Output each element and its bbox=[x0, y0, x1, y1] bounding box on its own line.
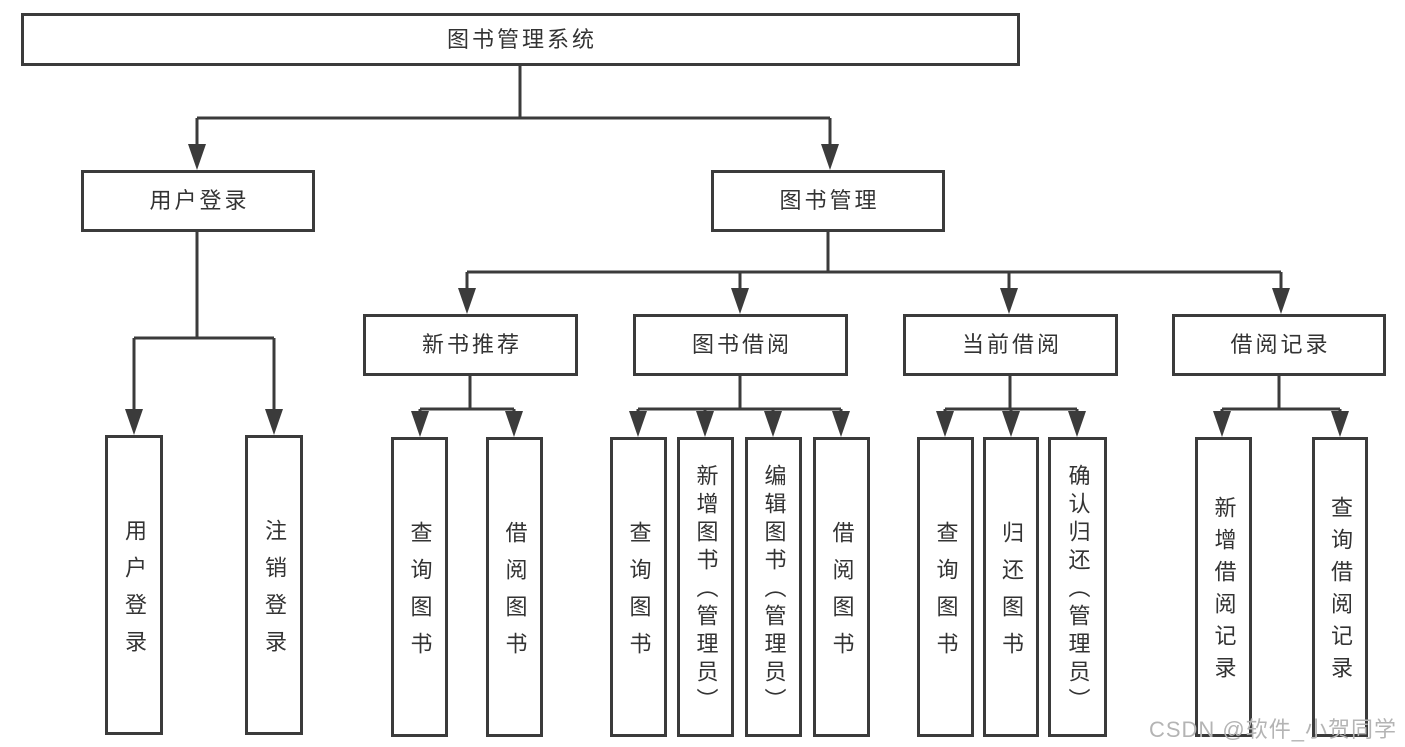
node-new-book-recommendation: 新书推荐 bbox=[363, 314, 578, 376]
node-borrowing-records: 借阅记录 bbox=[1172, 314, 1386, 376]
arrowhead-icon bbox=[1272, 288, 1290, 314]
node-nb-borrow-books: 借阅图书 bbox=[486, 437, 543, 737]
node-leaf-logout: 注销登录 bbox=[245, 435, 303, 735]
node-book-management: 图书管理 bbox=[711, 170, 945, 232]
arrowhead-icon bbox=[936, 411, 954, 437]
arrowhead-icon bbox=[696, 411, 714, 437]
arrowhead-icon bbox=[821, 144, 839, 170]
node-library-management-system: 图书管理系统 bbox=[21, 13, 1020, 66]
node-cb-query-books: 查询图书 bbox=[917, 437, 974, 737]
node-book-borrowing: 图书借阅 bbox=[633, 314, 848, 376]
arrowhead-icon bbox=[629, 411, 647, 437]
node-user-login: 用户登录 bbox=[81, 170, 315, 232]
arrowhead-icon bbox=[1213, 411, 1231, 437]
arrowhead-icon bbox=[505, 411, 523, 437]
node-br-add-record: 新增借阅记录 bbox=[1195, 437, 1252, 737]
arrowhead-icon bbox=[265, 409, 283, 435]
arrowhead-icon bbox=[411, 411, 429, 437]
arrowhead-icon bbox=[1000, 288, 1018, 314]
arrowhead-icon bbox=[188, 144, 206, 170]
watermark: CSDN @软件_小贺同学 bbox=[1148, 717, 1397, 742]
node-cb-return-books: 归还图书 bbox=[983, 437, 1039, 737]
node-bb-add-books-admin: 新增图书（管理员） bbox=[677, 437, 734, 737]
node-bb-edit-books-admin: 编辑图书（管理员） bbox=[745, 437, 802, 737]
node-nb-query-books: 查询图书 bbox=[391, 437, 448, 737]
arrowhead-icon bbox=[1002, 411, 1020, 437]
node-cb-confirm-return-admin: 确认归还（管理员） bbox=[1048, 437, 1107, 737]
arrowhead-icon bbox=[458, 288, 476, 314]
node-leaf-user-login: 用户登录 bbox=[105, 435, 163, 735]
arrowhead-icon bbox=[731, 288, 749, 314]
arrowhead-icon bbox=[764, 411, 782, 437]
node-bb-borrow-books: 借阅图书 bbox=[813, 437, 870, 737]
arrowhead-icon bbox=[1331, 411, 1349, 437]
node-bb-query-books: 查询图书 bbox=[610, 437, 667, 737]
arrowhead-icon bbox=[1068, 411, 1086, 437]
node-br-query-record: 查询借阅记录 bbox=[1312, 437, 1368, 737]
node-current-borrowing: 当前借阅 bbox=[903, 314, 1118, 376]
arrowhead-icon bbox=[832, 411, 850, 437]
arrowhead-icon bbox=[125, 409, 143, 435]
